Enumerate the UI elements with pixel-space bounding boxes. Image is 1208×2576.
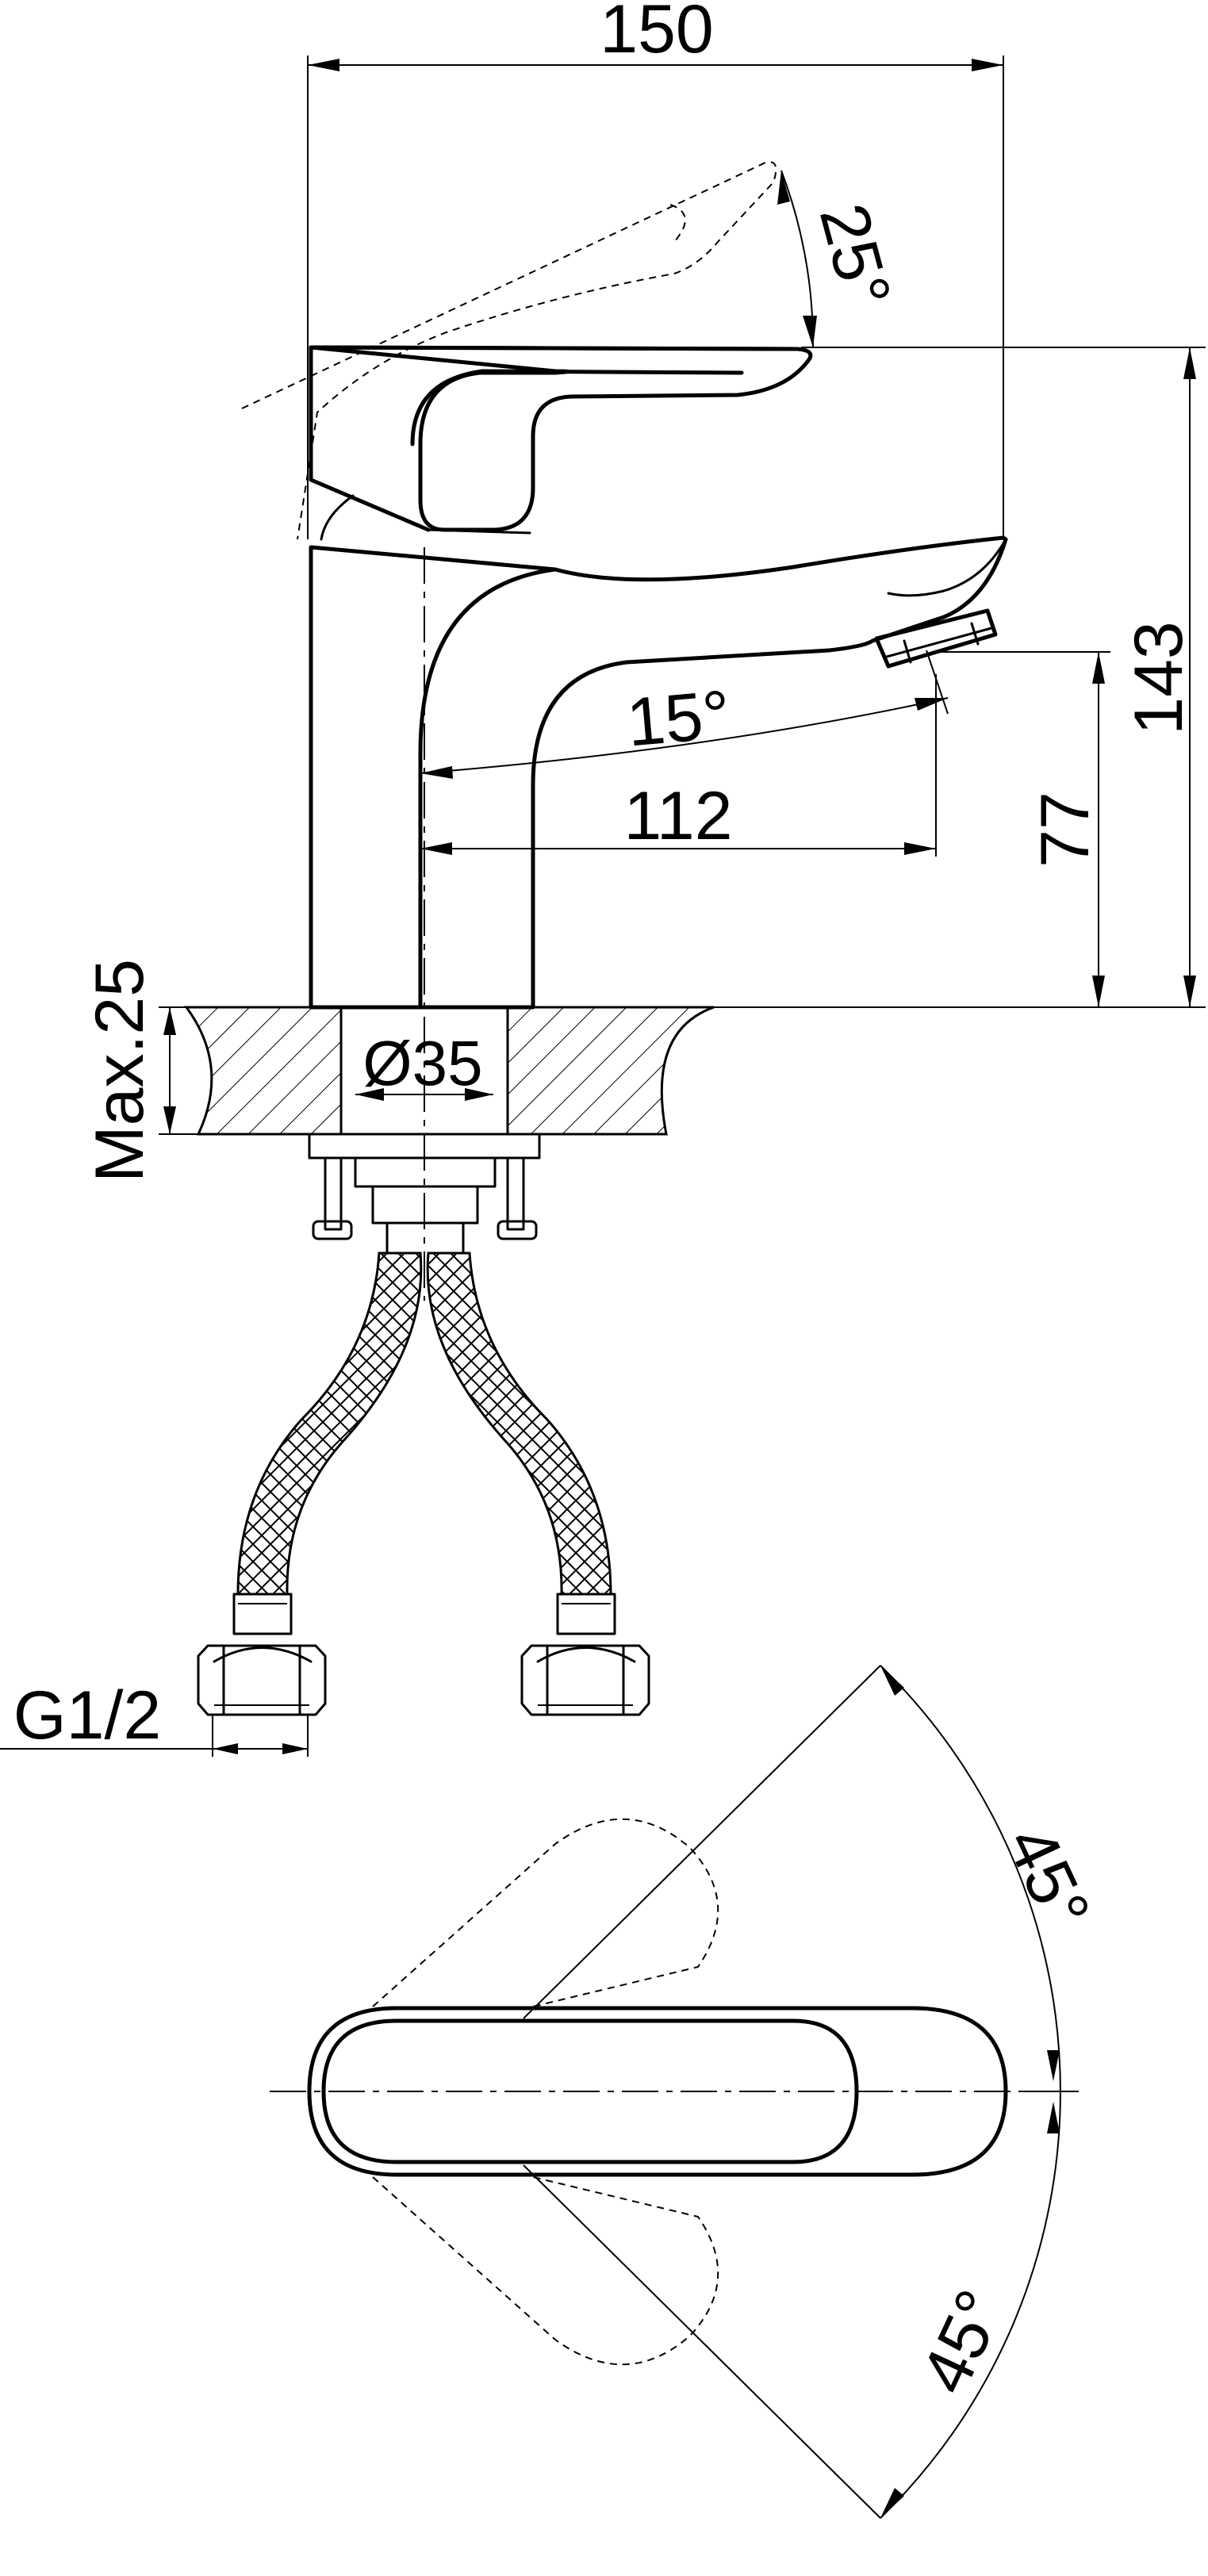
- countertop-section: [184, 1006, 715, 1136]
- spout-top-outline: [307, 2006, 1008, 2177]
- overall-width-label: 150: [600, 0, 714, 67]
- hose-nut-right: [520, 1644, 650, 1716]
- dimension-handle-angle: 25°: [777, 170, 905, 348]
- deck-thickness-label: Max.25: [82, 959, 158, 1183]
- handle-rotated-outline-upper: [372, 1818, 719, 2007]
- hose-nut-left: [197, 1644, 327, 1716]
- connection-thread-label: G1/2: [13, 1677, 161, 1754]
- spout-body: [309, 535, 1008, 1010]
- handle-rotated-outline-lower: [372, 2176, 719, 2366]
- overall-height-label: 143: [1121, 621, 1197, 735]
- base-diameter-label: Ø35: [362, 1028, 482, 1098]
- dimension-base-diameter: Ø35: [355, 1028, 493, 1101]
- rotation-angle-lower-label: 45°: [907, 2279, 1019, 2405]
- rotation-angle-upper-label: 45°: [991, 1815, 1104, 1941]
- dimension-overall-width: 150: [307, 0, 1004, 539]
- dimension-connection-thread: G1/2: [0, 1677, 309, 1757]
- hose-right: [426, 1252, 612, 1596]
- dimension-spout-angle: 15°: [420, 650, 949, 779]
- supply-hoses: [232, 1252, 616, 1635]
- top-view: 45° 45°: [270, 1665, 1104, 2519]
- handle-raised-outline: [241, 161, 777, 540]
- handle-body: [309, 345, 813, 532]
- side-view: 150 25°: [0, 0, 1206, 1757]
- spout-angle-label: 15°: [624, 677, 734, 761]
- spout-reach-label: 112: [623, 778, 732, 854]
- dimension-spout-reach: 112: [420, 674, 937, 857]
- dimension-overall-height: 143: [1121, 347, 1197, 1007]
- aerator: [874, 608, 998, 669]
- dimension-spout-height: 77: [936, 651, 1110, 1007]
- handle-angle-label: 25°: [805, 196, 905, 315]
- dimension-deck-thickness: Max.25: [82, 959, 206, 1183]
- spout-height-label: 77: [1027, 792, 1103, 868]
- hose-left: [236, 1252, 423, 1596]
